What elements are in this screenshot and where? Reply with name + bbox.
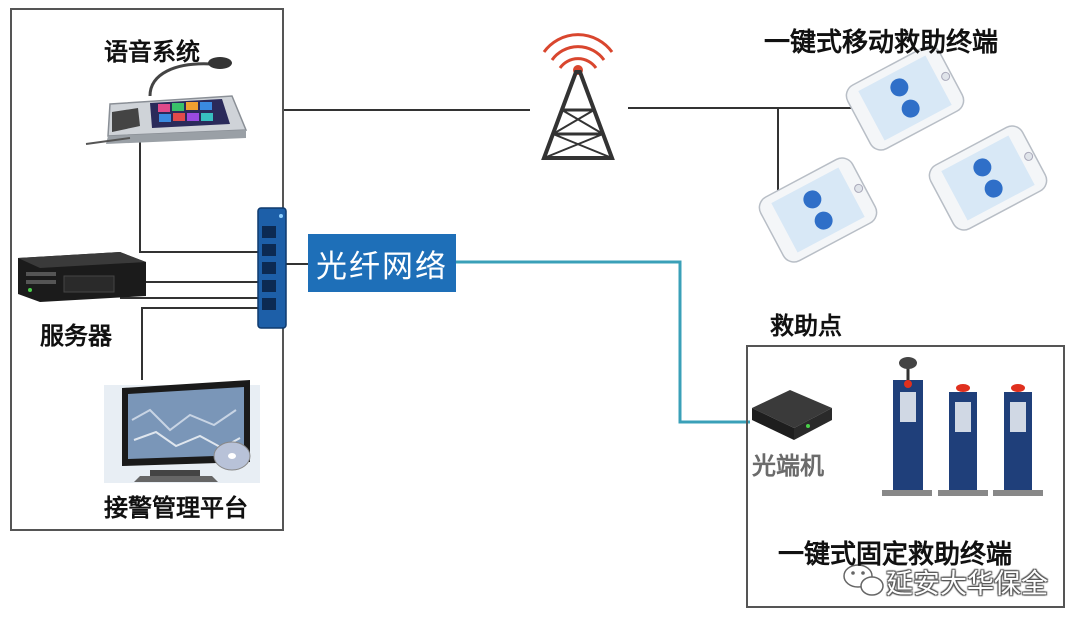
server-label: 服务器 bbox=[40, 322, 112, 350]
alarm-platform-label: 接警管理平台 bbox=[104, 494, 248, 522]
fiber-network-label: 光纤网络 bbox=[308, 234, 456, 292]
help-point-label: 救助点 bbox=[770, 312, 842, 340]
voice-system-label: 语音系统 bbox=[104, 38, 200, 66]
fixed-terminal-label: 一键式固定救助终端 bbox=[778, 540, 1013, 570]
help-point-frame bbox=[746, 345, 1065, 608]
watermark: 延安大华保全 bbox=[886, 569, 1048, 600]
optical-terminal-label: 光端机 bbox=[752, 452, 824, 480]
mobile-terminal-label: 一键式移动救助终端 bbox=[764, 28, 999, 58]
